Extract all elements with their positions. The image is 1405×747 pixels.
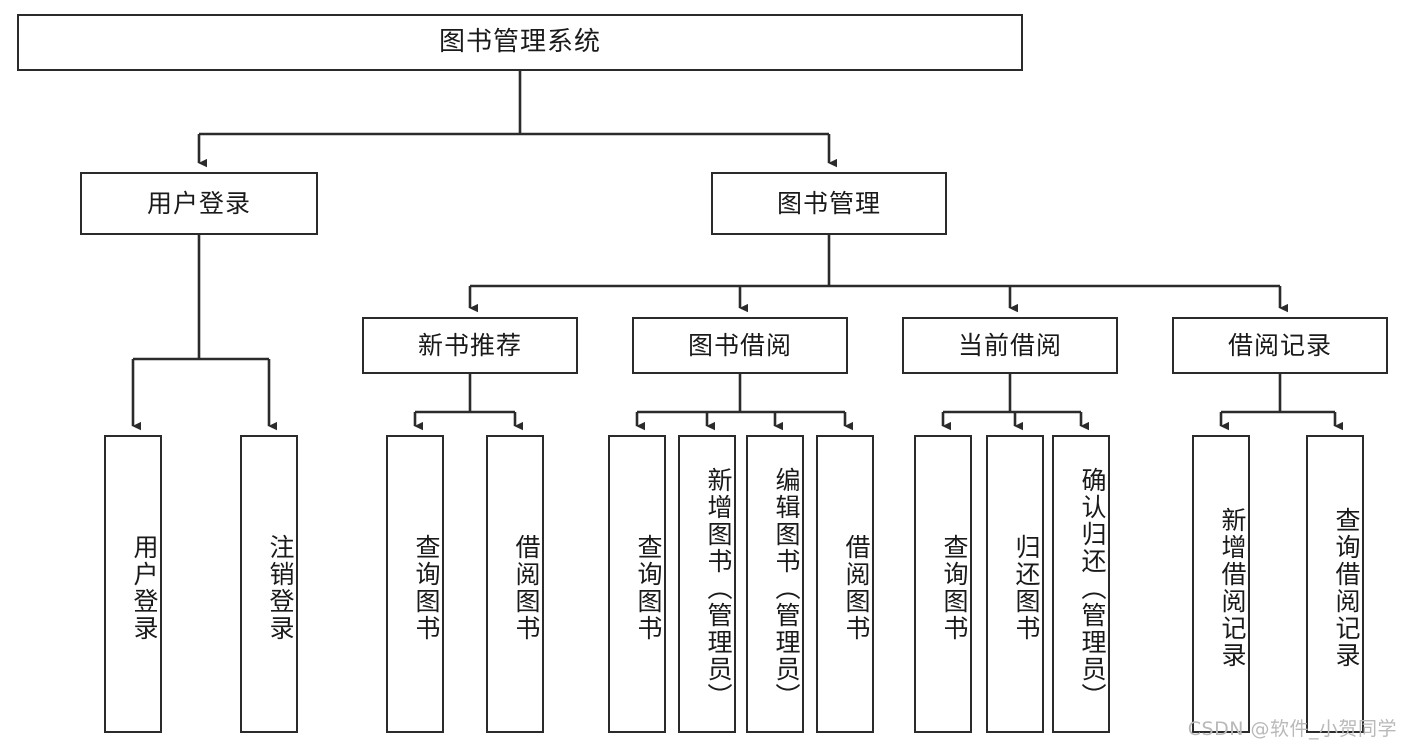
node-label: 图书管理系统 [438, 26, 601, 57]
node-label: 新增借阅记录 [1218, 507, 1247, 669]
node-borrow-record[interactable]: 借阅记录 [1172, 317, 1388, 374]
node-book-mgmt[interactable]: 图书管理 [711, 172, 947, 235]
node-label: 新书推荐 [417, 330, 522, 360]
node-leaf-query-book-2[interactable]: 查询图书 [608, 435, 666, 733]
node-label: 借阅图书 [842, 534, 871, 642]
node-label: 当前借阅 [957, 330, 1062, 360]
node-root[interactable]: 图书管理系统 [17, 14, 1023, 71]
watermark-text: CSDN @软件_小贺同学 [1187, 718, 1397, 740]
node-leaf-borrow-book-2[interactable]: 借阅图书 [816, 435, 874, 733]
node-book-borrow[interactable]: 图书借阅 [632, 317, 848, 374]
node-current-borrow[interactable]: 当前借阅 [902, 317, 1118, 374]
node-label: 查询图书 [412, 534, 441, 642]
node-label: 借阅图书 [512, 534, 541, 642]
node-new-book-rec[interactable]: 新书推荐 [362, 317, 578, 374]
node-label: 编辑图书（管理员） [772, 466, 801, 710]
node-label: 用户登录 [130, 534, 159, 642]
node-label: 图书管理 [776, 188, 881, 218]
node-label: 注销登录 [266, 534, 295, 642]
node-login[interactable]: 用户登录 [80, 172, 318, 235]
node-label: 确认归还（管理员） [1078, 466, 1107, 710]
node-label: 用户登录 [146, 188, 251, 218]
node-leaf-user-login[interactable]: 用户登录 [104, 435, 162, 733]
node-label: 归还图书 [1012, 534, 1041, 642]
node-label: 借阅记录 [1227, 330, 1332, 360]
node-leaf-borrow-book-1[interactable]: 借阅图书 [486, 435, 544, 733]
node-leaf-add-record[interactable]: 新增借阅记录 [1192, 435, 1250, 733]
node-leaf-add-book[interactable]: 新增图书（管理员） [678, 435, 736, 733]
node-label: 新增图书（管理员） [704, 466, 733, 710]
node-leaf-user-logout[interactable]: 注销登录 [240, 435, 298, 733]
node-leaf-edit-book[interactable]: 编辑图书（管理员） [746, 435, 804, 733]
node-leaf-confirm-return[interactable]: 确认归还（管理员） [1052, 435, 1110, 733]
node-leaf-query-record[interactable]: 查询借阅记录 [1306, 435, 1364, 733]
node-leaf-return-book[interactable]: 归还图书 [986, 435, 1044, 733]
node-label: 查询图书 [634, 534, 663, 642]
node-label: 查询图书 [940, 534, 969, 642]
node-label: 查询借阅记录 [1332, 507, 1361, 669]
node-leaf-query-book-1[interactable]: 查询图书 [386, 435, 444, 733]
node-leaf-query-book-3[interactable]: 查询图书 [914, 435, 972, 733]
node-label: 图书借阅 [687, 330, 792, 360]
